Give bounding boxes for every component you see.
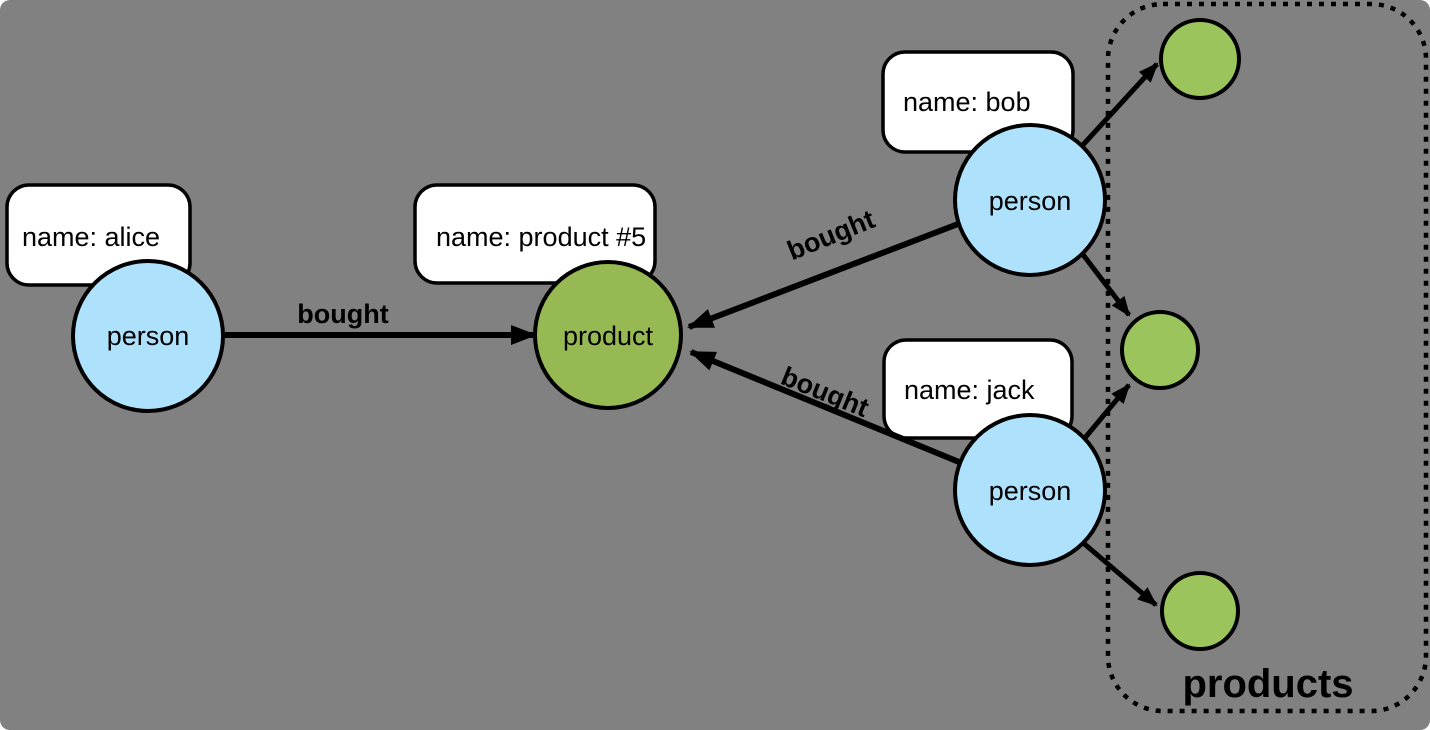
edge-jack-bought-product (689, 349, 961, 465)
bob-node-label: person (989, 186, 1072, 216)
alice-node-label: person (107, 321, 190, 351)
alice-property-text: name: alice (22, 222, 160, 252)
product-property-box (413, 183, 657, 285)
product-property-text: name: product #5 (436, 222, 646, 252)
edge-jack-product-bottom (1079, 539, 1158, 607)
bob-property-text: name: bob (903, 87, 1031, 117)
product-node (533, 260, 683, 410)
jack-person-node (953, 413, 1107, 567)
jack-node-label: person (989, 476, 1072, 506)
edge-jack-product-middle (1082, 383, 1131, 441)
small-product-node-bottom (1160, 571, 1240, 651)
products-group-label: products (1182, 662, 1353, 706)
products-group-container (1105, 1, 1429, 714)
bob-person-node (953, 123, 1107, 277)
edge-bob-bought-product (687, 221, 960, 330)
small-product-node-top (1159, 18, 1241, 100)
alice-person-node (71, 259, 225, 413)
edge-bob-product-middle (1079, 250, 1131, 317)
jack-property-text: name: jack (904, 375, 1035, 405)
edge-bob-product-top (1079, 62, 1159, 149)
product-node-label: product (563, 321, 654, 351)
small-product-node-middle (1120, 310, 1200, 390)
edge-label-alice-bought: bought (297, 299, 388, 329)
